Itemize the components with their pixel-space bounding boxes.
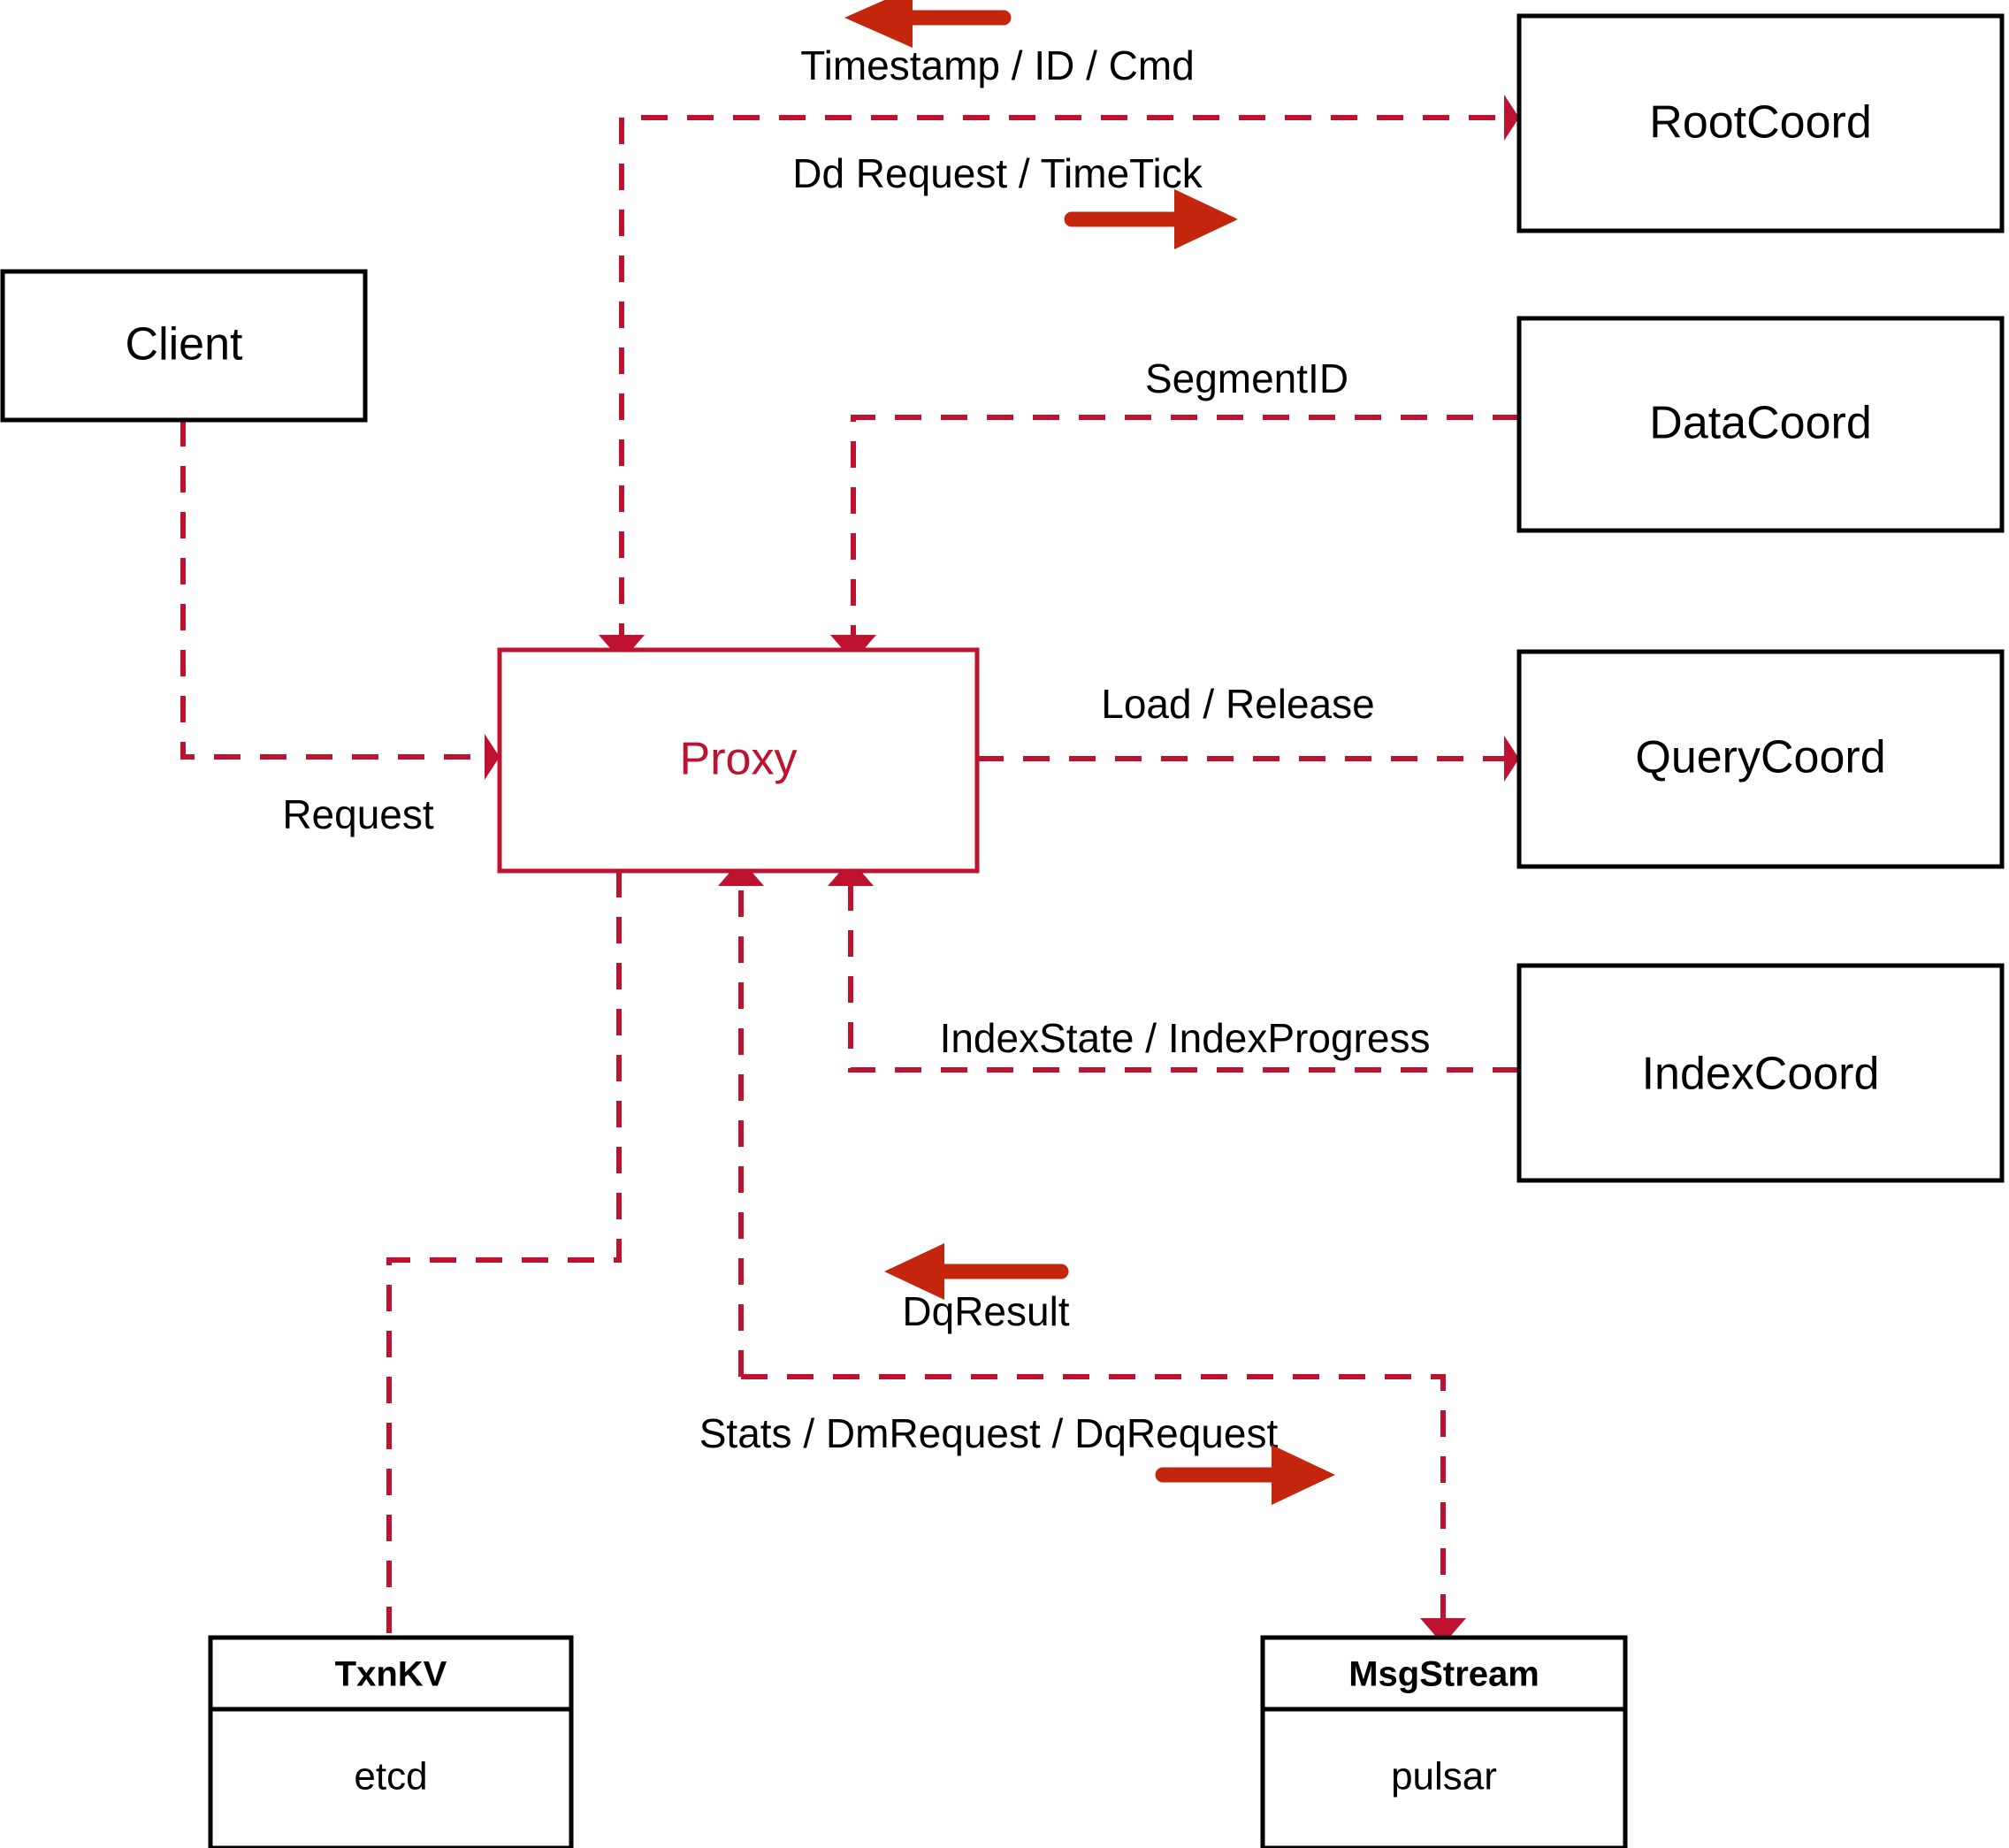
node-rootcoord[interactable]: RootCoord <box>1516 13 2005 233</box>
node-client-box[interactable] <box>0 269 368 423</box>
node-msgstream-sublabel: pulsar <box>1391 1755 1497 1798</box>
node-client-label: Client <box>126 319 243 370</box>
flow-arrow-dqrequest-right <box>1155 1445 1335 1505</box>
flow-arrow-head-left <box>844 0 913 48</box>
arrowhead-proxy-msgstream <box>1420 1618 1466 1645</box>
edge-line-proxy-msgstream <box>741 1374 1446 1618</box>
node-datacoord-label: DataCoord <box>1649 398 1871 449</box>
node-msgstream-label: MsgStream <box>1348 1655 1539 1694</box>
edge-proxy-txnkv <box>386 871 622 1638</box>
edge-line-proxy-txnkv <box>386 871 622 1638</box>
flow-arrow-head-right <box>1174 189 1238 249</box>
arrowhead-client-proxy <box>485 734 500 780</box>
node-rootcoord-box[interactable] <box>1516 13 2005 233</box>
node-rootcoord-label: RootCoord <box>1649 97 1871 149</box>
node-datacoord-box[interactable] <box>1516 316 2005 533</box>
edge-label-stats-dm-dq: Stats / DmRequest / DqRequest <box>699 1410 1279 1456</box>
node-datacoord[interactable]: DataCoord <box>1516 316 2005 533</box>
edge-label-request: Request <box>282 791 434 837</box>
node-indexcoord-label: IndexCoord <box>1642 1049 1880 1100</box>
flow-arrow-head-right <box>1272 1445 1335 1505</box>
node-txnkv[interactable]: TxnKV etcd <box>208 1635 574 1848</box>
node-indexcoord-box[interactable] <box>1516 963 2005 1183</box>
node-proxy-label: Proxy <box>680 734 798 785</box>
node-proxy[interactable]: Proxy <box>497 647 980 874</box>
node-querycoord-label: QueryCoord <box>1635 732 1885 783</box>
flow-arrow-dqresult-left <box>884 1243 1069 1300</box>
edge-proxy-msgstream: Stats / DmRequest / DqRequest <box>699 1374 1466 1645</box>
edge-label-segmentid: SegmentID <box>1145 355 1348 401</box>
edge-client-proxy: Request <box>180 420 500 837</box>
edge-label-load-release: Load / Release <box>1101 681 1374 727</box>
node-msgstream-box[interactable] <box>1260 1635 1628 1848</box>
flow-arrow-timestamp-left <box>844 0 1012 48</box>
node-client[interactable]: Client <box>0 269 368 423</box>
edge-line-client-proxy <box>180 420 485 760</box>
node-querycoord[interactable]: QueryCoord <box>1516 649 2005 869</box>
node-indexcoord[interactable]: IndexCoord <box>1516 963 2005 1183</box>
node-txnkv-label: TxnKV <box>335 1655 447 1694</box>
edge-rootcoord-proxy: Timestamp / ID / Cmd <box>800 42 1195 88</box>
edge-datacoord-proxy: SegmentID <box>830 355 1519 661</box>
node-txnkv-box[interactable] <box>208 1635 574 1848</box>
edge-msgstream-proxy: DqResult <box>718 859 1070 1377</box>
edge-line-datacoord-proxy <box>851 415 1519 635</box>
edge-proxy-rootcoord: Dd Request / TimeTick <box>619 95 1519 650</box>
edge-proxy-querycoord: Load / Release <box>977 681 1519 782</box>
node-msgstream[interactable]: MsgStream pulsar <box>1260 1635 1628 1848</box>
node-txnkv-sublabel: etcd <box>354 1755 427 1798</box>
arrowhead-proxy-querycoord <box>1504 736 1519 782</box>
edge-indexcoord-proxy: IndexState / IndexProgress <box>828 859 1519 1073</box>
edge-label-dqresult: DqResult <box>902 1288 1069 1334</box>
arrowhead-proxy-rootcoord <box>1504 95 1519 141</box>
node-querycoord-box[interactable] <box>1516 649 2005 869</box>
edge-label-timestamp-id-cmd: Timestamp / ID / Cmd <box>800 42 1195 88</box>
edge-label-dd-request: Dd Request / TimeTick <box>792 150 1203 196</box>
flow-arrow-head-left <box>884 1243 944 1300</box>
edge-label-indexstate: IndexState / IndexProgress <box>940 1015 1431 1061</box>
flow-arrow-ddrequest-right <box>1064 189 1238 249</box>
node-proxy-box[interactable] <box>497 647 980 874</box>
edge-line-proxy-rootcoord <box>619 115 1504 650</box>
edge-line-indexcoord-proxy <box>848 886 1519 1073</box>
